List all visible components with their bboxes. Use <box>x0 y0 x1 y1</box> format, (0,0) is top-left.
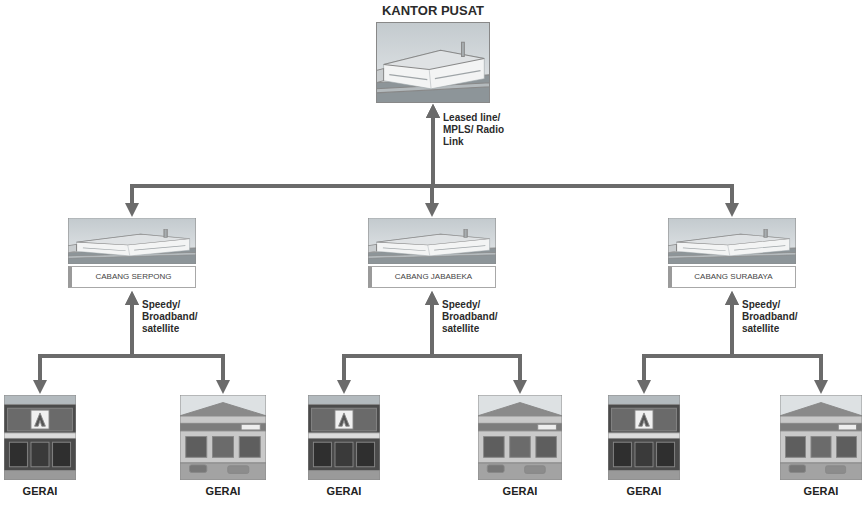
branch-label: CABANG SERPONG <box>68 266 196 288</box>
office-heading: KANTOR PUSAT <box>336 2 530 19</box>
network-link <box>644 299 732 386</box>
network-link <box>344 299 432 386</box>
network-link <box>132 112 433 209</box>
outlet-label: GERAI <box>288 484 400 498</box>
network-link <box>132 299 223 386</box>
link-label: Leased line/ MPLS/ Radio Link <box>441 111 521 149</box>
outlet-label: GERAI <box>760 484 866 498</box>
outlet-photo: GERAI <box>4 395 76 499</box>
network-link <box>432 299 520 386</box>
branch-photo: CABANG SERPONG <box>68 218 196 290</box>
network-link <box>732 299 821 386</box>
branch-photo: CABANG JABABEKA <box>368 218 496 290</box>
outlet-photo: GERAI <box>780 395 862 499</box>
outlet-label: GERAI <box>458 484 582 498</box>
office-photo: KANTOR PUSAT <box>376 2 490 103</box>
link-label: Speedy/ Broadband/ satellite <box>740 298 808 336</box>
link-label: Speedy/ Broadband/ satellite <box>140 298 208 336</box>
branch-label: CABANG SURABAYA <box>668 266 796 288</box>
network-link <box>40 299 132 386</box>
outlet-photo: GERAI <box>180 395 266 499</box>
outlet-photo: GERAI <box>308 395 380 499</box>
outlet-label: GERAI <box>588 484 700 498</box>
outlet-photo: GERAI <box>608 395 680 499</box>
outlet-label: GERAI <box>160 484 286 498</box>
branch-photo: CABANG SURABAYA <box>668 218 796 290</box>
link-label: Speedy/ Broadband/ satellite <box>440 298 508 336</box>
network-link <box>433 112 732 209</box>
outlet-label: GERAI <box>0 484 96 498</box>
branch-label: CABANG JABABEKA <box>368 266 496 288</box>
outlet-photo: GERAI <box>478 395 562 499</box>
